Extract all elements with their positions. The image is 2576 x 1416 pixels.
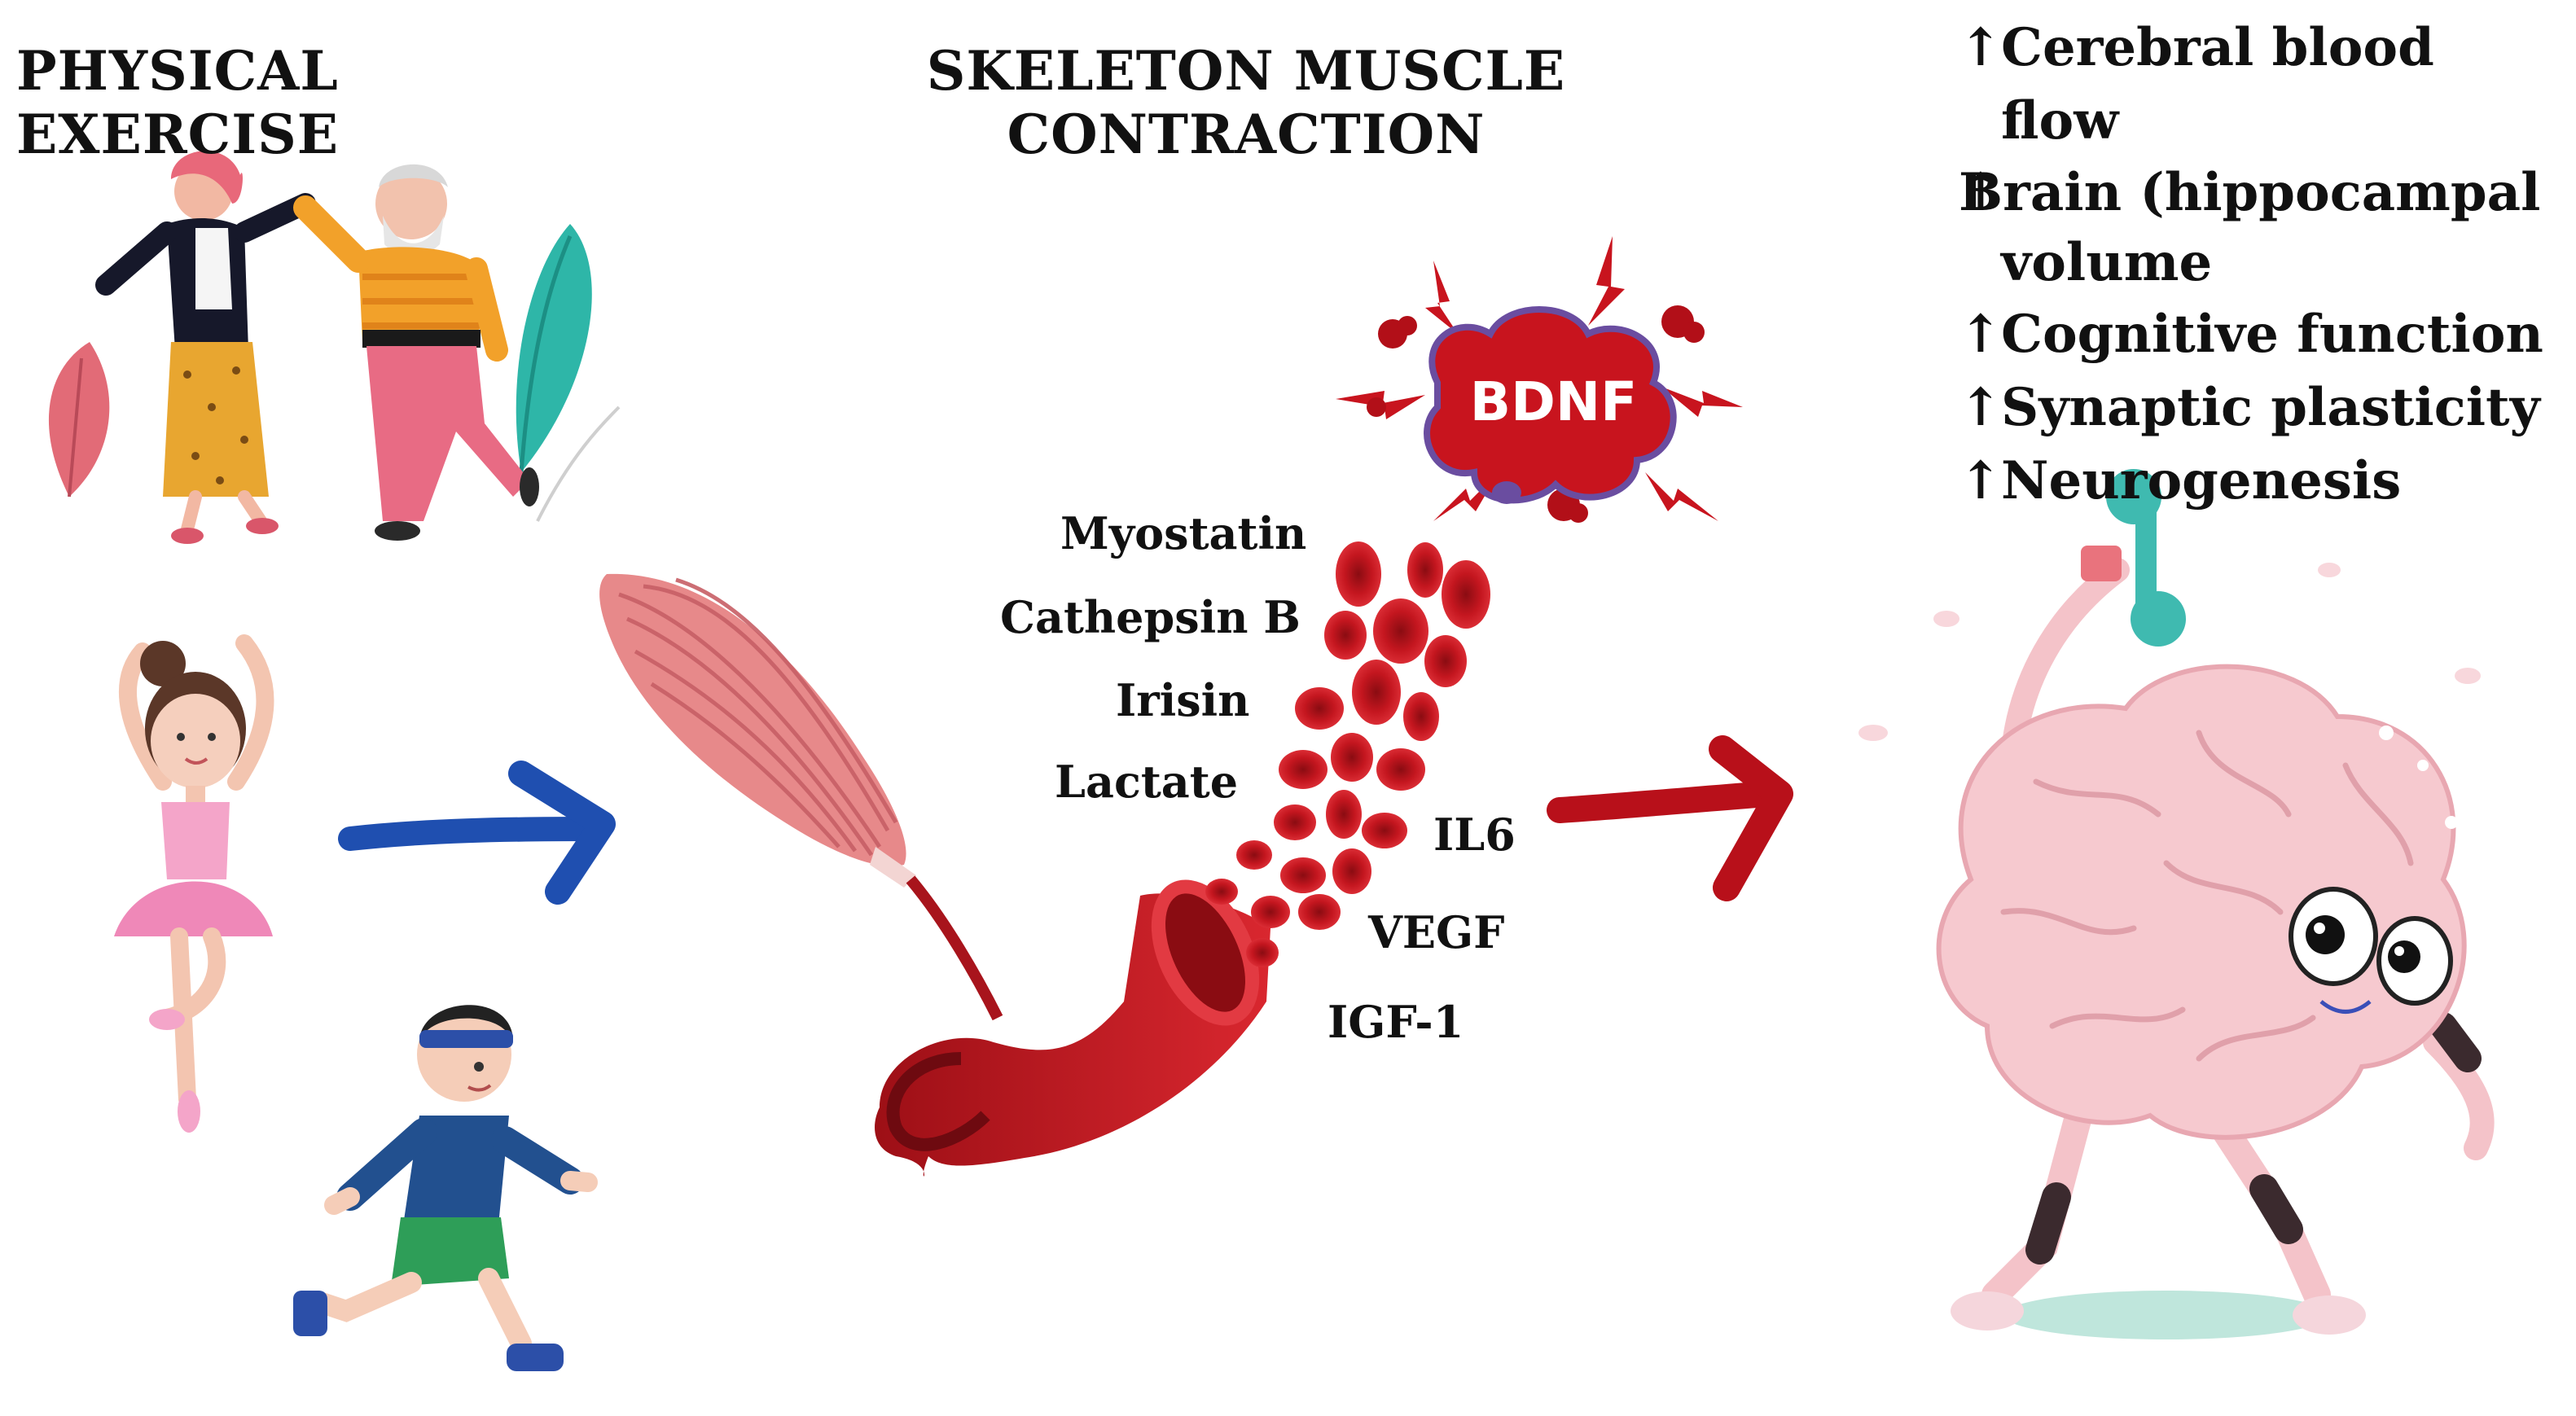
red-blood-cells-icon [1205,541,1490,967]
myokine-label: VEGF [1368,906,1505,958]
running-boy-icon [293,1005,598,1371]
skeleton-muscle-heading-line1: SKELETON MUSCLE [926,39,1566,103]
physical-exercise-heading: PHYSICAL EXERCISE [16,39,340,166]
ballerina-icon [114,634,274,1133]
bdnf-label: BDNF [1469,370,1638,433]
up-arrow-icon: ↑ [1959,17,2003,78]
effect-text: Neurogenesis [2001,450,2402,511]
effect-text: Synaptic plasticity [2001,377,2540,438]
effect-text: Cerebral blood flow [2001,17,2434,151]
dancing-couple-icon [48,151,621,544]
exercising-brain-icon [1858,469,2495,1339]
effect-item: ↑ Synaptic plasticity [1959,371,2569,445]
blue-arrow-icon [338,761,616,905]
effect-item: ↑ Brain (hippocampal volume [1959,158,2569,298]
bdnf-burst-icon [1336,236,1743,523]
up-arrow-icon: ↑ [1959,377,2003,438]
myokine-label: Irisin [1116,674,1250,726]
blood-vessel-icon [875,879,1270,1177]
muscle-icon [599,573,1003,1021]
myokine-label: Myostatin [1060,507,1307,559]
myokine-label: Lactate [1055,756,1239,808]
effect-text: Cognitive function [2001,304,2543,365]
up-arrow-icon: ↑ [1959,304,2003,365]
effect-item: ↑ Cerebral blood flow [1959,11,2569,158]
effect-text: Brain (hippocampal volume [1959,162,2541,293]
effect-item: ↑ Cognitive function [1959,298,2569,371]
skeleton-muscle-heading-line2: CONTRACTION [1007,103,1485,166]
red-arrow-icon [1547,735,1793,901]
effect-item: ↑ Neurogenesis [1959,445,2569,518]
skeleton-muscle-heading: SKELETON MUSCLE CONTRACTION [880,39,1613,166]
up-arrow-icon: ↑ [1959,450,2003,511]
up-arrow-icon: ↑ [1959,162,2003,223]
myokine-label: IGF-1 [1327,996,1464,1048]
myokine-label: IL6 [1433,809,1516,861]
brain-effects-list: ↑ Cerebral blood flow ↑ Brain (hippocamp… [1959,11,2569,518]
myokine-label: Cathepsin B [1000,591,1301,643]
